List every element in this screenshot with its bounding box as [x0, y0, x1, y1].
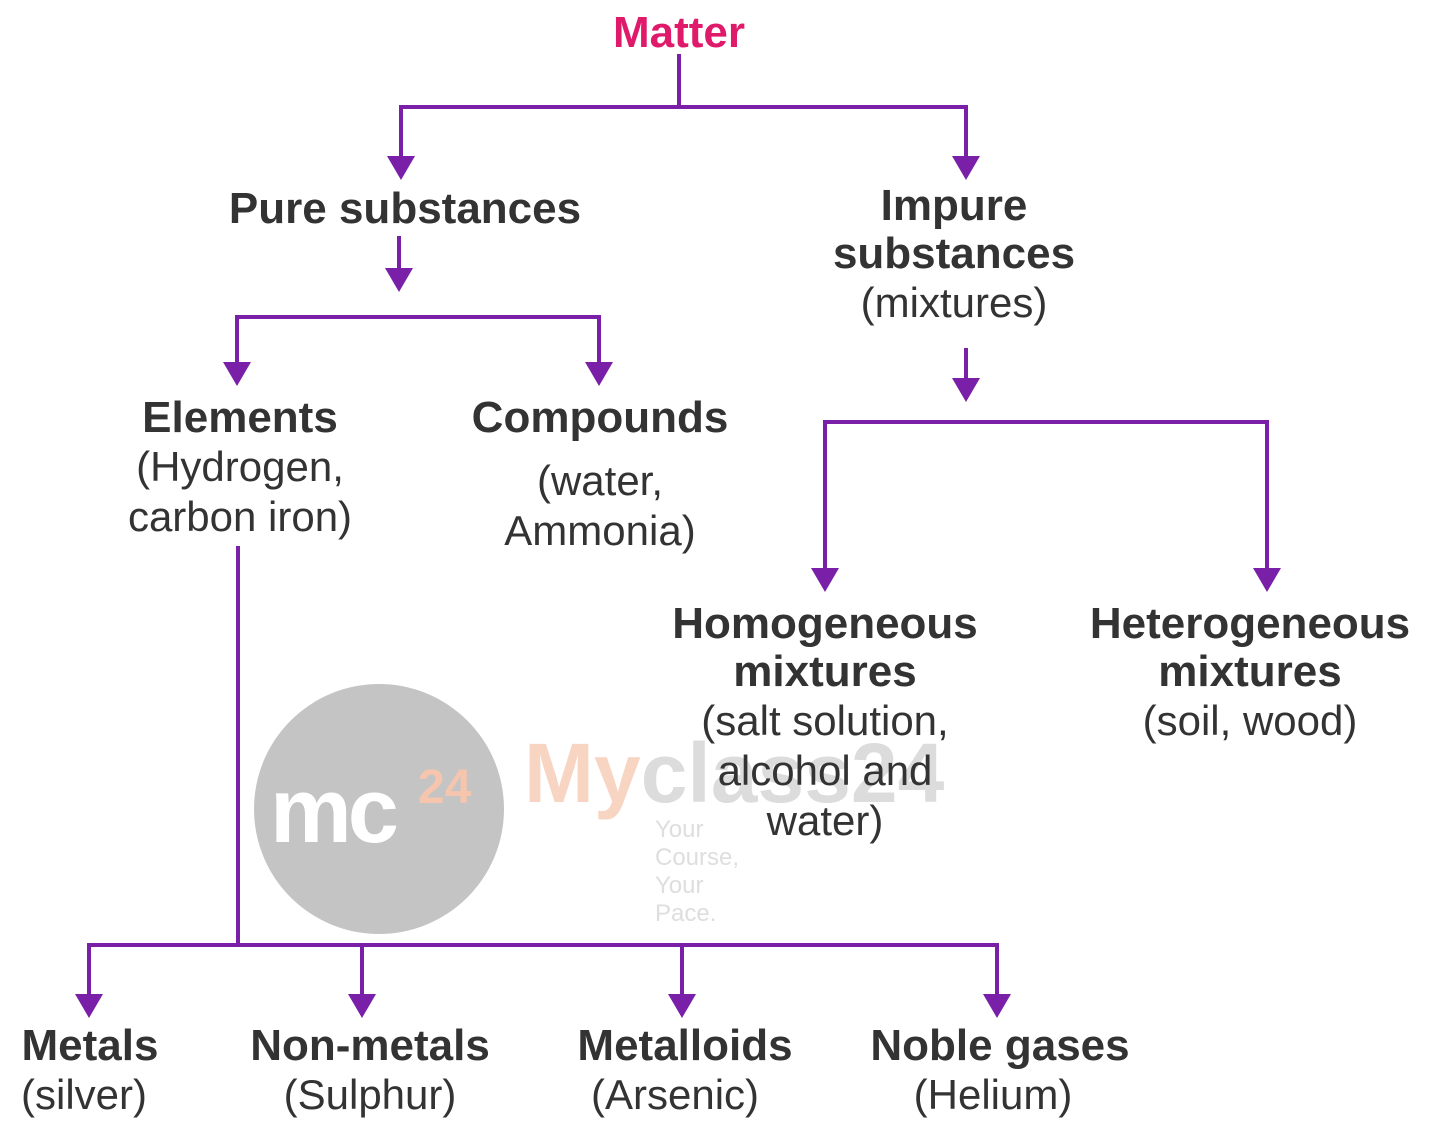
connector-group [87, 54, 1269, 996]
heterogeneous-title-line1: Heterogeneous [1089, 599, 1411, 648]
arrowhead-metals [75, 994, 103, 1018]
node-elements: Elements (Hydrogen, carbon iron) [90, 394, 390, 542]
arrowhead-impure [952, 156, 980, 180]
heterogeneous-sub: (soil, wood) [1142, 697, 1358, 744]
homogeneous-title-line2: mixtures [733, 647, 917, 696]
noble-title: Noble gases [870, 1021, 1130, 1070]
arrowheads [75, 156, 1281, 1018]
homogeneous-sub-line2: alcohol and [717, 747, 933, 794]
arrowhead-heterogeneous [1253, 568, 1281, 592]
watermark-brand: Myclass24 [524, 728, 944, 818]
elements-title: Elements [142, 393, 338, 442]
arrowhead-pure [387, 156, 415, 180]
watermark-brand-class: class24 [640, 726, 945, 820]
node-matter: Matter [579, 8, 779, 58]
metals-sub: (silver) [21, 1071, 147, 1118]
node-impure-substances: Impure substances (mixtures) [804, 182, 1104, 328]
arrowhead-compounds [585, 362, 613, 386]
arrowhead-noble [983, 994, 1011, 1018]
watermark-logo-text: mc [270, 760, 399, 862]
arrowhead-metalloids [668, 994, 696, 1018]
homogeneous-sub-line1: (salt solution, [701, 697, 949, 744]
watermark-tagline: Your Course, Your Pace. [655, 816, 740, 927]
node-noble-gases: Noble gases (Helium) [840, 1022, 1160, 1120]
elements-sub-line1: (Hydrogen, [136, 443, 344, 490]
matter-title: Matter [612, 8, 746, 57]
impure-title-line2: substances [832, 229, 1076, 278]
watermark-logo-sup: 24 [418, 761, 472, 814]
node-metals: Metals (silver) [0, 1022, 180, 1120]
watermark-brand-my: My [524, 726, 641, 820]
nonmetals-title: Non-metals [250, 1021, 490, 1070]
elements-sub-line2: carbon iron) [127, 493, 353, 540]
arrowhead-elements [223, 362, 251, 386]
nonmetals-sub: (Sulphur) [283, 1071, 457, 1118]
homogeneous-title-line1: Homogeneous [672, 599, 978, 648]
metalloids-sub: (Arsenic) [590, 1071, 760, 1118]
arrowhead-homogeneous [811, 568, 839, 592]
compounds-sub-line1: (water, [536, 457, 664, 504]
node-compounds: Compounds (water, Ammonia) [435, 394, 765, 556]
homogeneous-sub-line3: water) [766, 797, 884, 844]
compounds-sub-line2: Ammonia) [504, 507, 696, 554]
arrowhead-impure-down [952, 378, 980, 402]
node-nonmetals: Non-metals (Sulphur) [220, 1022, 520, 1120]
noble-sub: (Helium) [913, 1071, 1073, 1118]
heterogeneous-title-line2: mixtures [1158, 647, 1342, 696]
node-metalloids: Metalloids (Arsenic) [540, 1022, 830, 1120]
node-homogeneous: Homogeneous mixtures (salt solution, alc… [630, 600, 1020, 846]
watermark-logo-circle [254, 684, 504, 934]
impure-sub: (mixtures) [860, 279, 1048, 326]
impure-title-line1: Impure [880, 181, 1028, 230]
node-pure-substances: Pure substances [155, 185, 655, 233]
arrowhead-pure-down [385, 268, 413, 292]
metalloids-title: Metalloids [577, 1021, 793, 1070]
compounds-title: Compounds [471, 393, 729, 442]
arrowhead-nonmetals [348, 994, 376, 1018]
metals-title: Metals [21, 1021, 159, 1070]
node-heterogeneous: Heterogeneous mixtures (soil, wood) [1060, 600, 1440, 746]
pure-title: Pure substances [228, 184, 582, 233]
